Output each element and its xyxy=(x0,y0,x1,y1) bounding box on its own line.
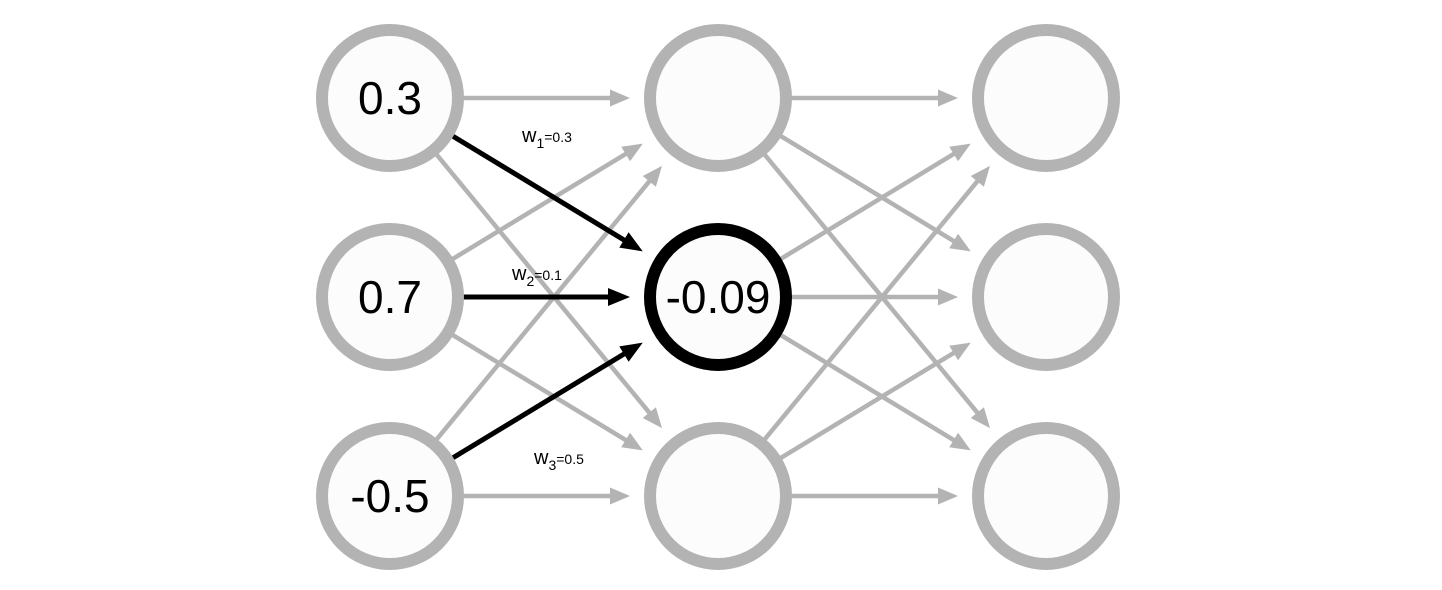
node-value: -0.09 xyxy=(666,271,771,323)
node-layer3-3 xyxy=(972,422,1120,570)
edge xyxy=(455,487,630,505)
edge xyxy=(772,342,971,465)
node-layer2-3 xyxy=(644,422,792,570)
arrow-head-icon xyxy=(642,407,663,429)
arrow-head-icon xyxy=(621,143,643,162)
arrow-head-icon xyxy=(608,288,630,306)
node-value: 0.7 xyxy=(358,271,422,323)
arrow-head-icon xyxy=(949,432,971,451)
weight-label-2: w2=0.1 xyxy=(511,263,562,289)
arrow-head-icon xyxy=(610,487,630,505)
arrow-head-icon xyxy=(970,165,991,187)
edge xyxy=(772,129,971,252)
node-layer1-1: 0.3 xyxy=(316,24,464,172)
arrow-head-icon xyxy=(619,342,643,362)
arrow-head-icon xyxy=(642,165,663,187)
arrow-head-icon xyxy=(938,288,958,306)
arrow-head-icon xyxy=(938,487,958,505)
arrow-head-icon xyxy=(949,143,971,162)
arrow-head-icon xyxy=(949,342,971,361)
active-edge xyxy=(444,129,643,252)
edge xyxy=(783,288,958,306)
active-edge xyxy=(455,288,630,306)
arrow-head-icon xyxy=(610,89,630,107)
node-layer2-1 xyxy=(644,24,792,172)
edge xyxy=(783,487,958,505)
edge xyxy=(444,143,643,266)
node-value: -0.5 xyxy=(350,470,429,522)
edge xyxy=(772,328,971,451)
arrow-head-icon xyxy=(621,432,643,451)
weight-label-1: w1=0.3 xyxy=(521,125,572,151)
edge xyxy=(772,143,971,266)
weight-label-3: w3=0.5 xyxy=(533,447,584,473)
edge xyxy=(783,89,958,107)
nodes: 0.3 0.7 -0.5 -0.09 xyxy=(316,24,1120,570)
arrow-head-icon xyxy=(949,233,971,252)
node-layer1-2: 0.7 xyxy=(316,223,464,371)
node-value: 0.3 xyxy=(358,72,422,124)
edge xyxy=(757,146,991,429)
edge xyxy=(429,165,663,448)
node-layer2-2: -0.09 xyxy=(644,223,792,371)
arrow-head-icon xyxy=(938,89,958,107)
edge xyxy=(429,146,663,429)
weight-labels: w1=0.3 w2=0.1 w3=0.5 xyxy=(511,125,584,473)
arrow-head-icon xyxy=(970,407,991,429)
active-edge xyxy=(444,342,643,465)
edge xyxy=(757,165,991,448)
node-layer3-1 xyxy=(972,24,1120,172)
edge xyxy=(455,89,630,107)
node-layer1-3: -0.5 xyxy=(316,422,464,570)
arrow-head-icon xyxy=(619,232,643,252)
edge xyxy=(444,328,643,451)
node-layer3-2 xyxy=(972,223,1120,371)
edges xyxy=(429,89,991,505)
